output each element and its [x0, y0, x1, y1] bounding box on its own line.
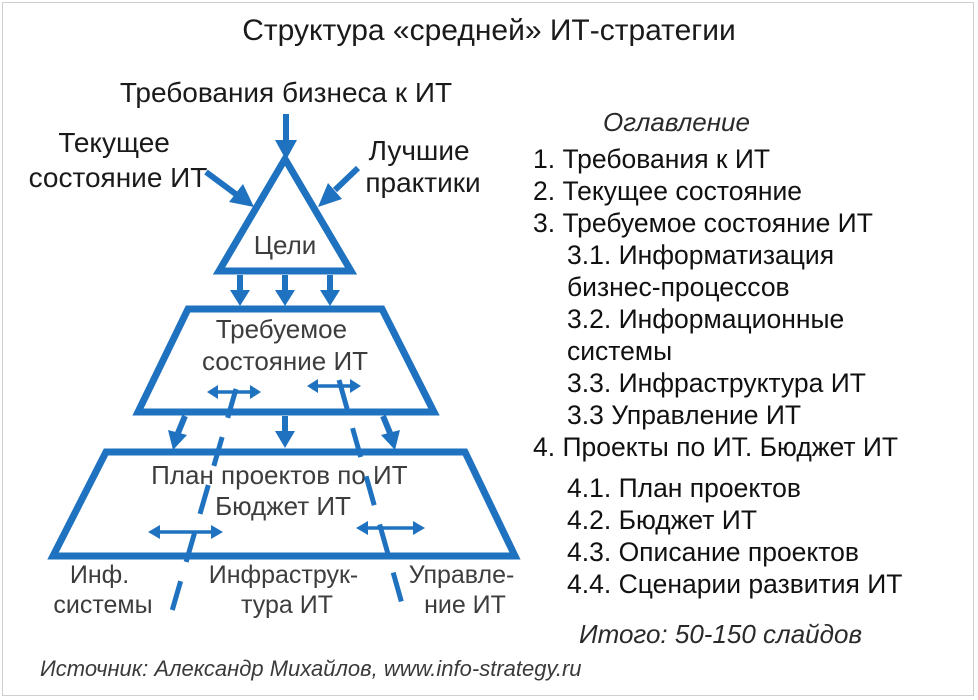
toc-item: 4.1. План проектов [567, 473, 801, 503]
double-arrow-left-bottom [148, 525, 223, 539]
label-information-systems: Инф. системы [53, 561, 152, 619]
toc-item: 3.1. Информатизация [567, 240, 834, 270]
projects-plan-line-1: План проектов по ИТ [151, 460, 408, 490]
toc-item: 3. Требуемое состояние ИТ [533, 208, 873, 238]
label-infrastructure-line-1: Инфраструк- [209, 561, 359, 589]
toc-item: 3.2. Информационные [567, 304, 844, 334]
toc-item: бизнес-процессов [567, 272, 790, 302]
toc-item: 3.3 Управление ИТ [567, 400, 801, 430]
toc-item: 4.4. Сценарии развития ИТ [567, 569, 903, 599]
label-it-management: Управле- ние ИТ [409, 561, 522, 619]
input-current-state-line-2: состояние ИТ [29, 162, 208, 193]
projects-plan-trapezoid [47, 448, 521, 560]
projects-plan-line-2: Бюджет ИТ [215, 491, 351, 521]
label-infrastructure: Инфраструк- тура ИТ [209, 561, 365, 619]
dashed-separator-right [336, 379, 409, 619]
input-arrow-left [204, 169, 254, 207]
label-information-systems-line-1: Инф. [70, 561, 129, 589]
arrows-target-to-plan [168, 414, 400, 450]
toc-item: системы [567, 336, 672, 366]
label-information-systems-line-2: системы [53, 591, 152, 619]
projects-plan-label: План проектов по ИТ Бюджет ИТ [151, 460, 415, 521]
toc-heading: Оглавление [603, 107, 750, 137]
label-infrastructure-line-2: тура ИТ [241, 591, 333, 619]
goals-triangle [212, 152, 358, 275]
slide-title: Структура «средней» ИТ-стратегии [242, 14, 735, 47]
label-it-management-line-2: ние ИТ [424, 591, 506, 619]
input-current-state: Текущее состояние ИТ [29, 127, 208, 193]
input-best-practices-line-2: практики [365, 167, 480, 198]
source-credit: Источник: Александр Михайлов, www.info-s… [40, 656, 582, 681]
label-it-management-line-1: Управле- [409, 561, 515, 589]
input-arrow-right [318, 165, 361, 207]
toc-item: 4.3. Описание проектов [567, 537, 859, 567]
target-state-line-1: Требуемое [216, 314, 347, 344]
input-arrow-top [275, 114, 297, 160]
toc-item: 3.3. Инфраструктура ИТ [567, 368, 866, 398]
toc-item: 4. Проекты по ИТ. Бюджет ИТ [533, 432, 898, 462]
toc-item: 4.2. Бюджет ИТ [567, 505, 757, 535]
goals-label: Цели [254, 230, 317, 260]
input-best-practices: Лучшие практики [365, 135, 480, 198]
toc-item: 1. Требования к ИТ [533, 144, 770, 174]
arrows-goals-to-target [230, 275, 340, 306]
toc-list: 1. Требования к ИТ 2. Текущее состояние … [533, 144, 903, 599]
dashed-separator-left [167, 388, 239, 619]
input-current-state-line-1: Текущее [58, 127, 170, 158]
target-state-line-2: состояние ИТ [202, 346, 368, 376]
input-best-practices-line-1: Лучшие [369, 135, 470, 166]
double-arrow-right-bottom [356, 521, 425, 535]
slides-total: Итого: 50-150 слайдов [579, 619, 862, 649]
toc-item: 2. Текущее состояние [533, 176, 802, 206]
target-state-label: Требуемое состояние ИТ [202, 314, 368, 376]
double-arrow-right-top [307, 379, 361, 393]
input-business-requirements: Требования бизнеса к ИТ [120, 77, 452, 108]
